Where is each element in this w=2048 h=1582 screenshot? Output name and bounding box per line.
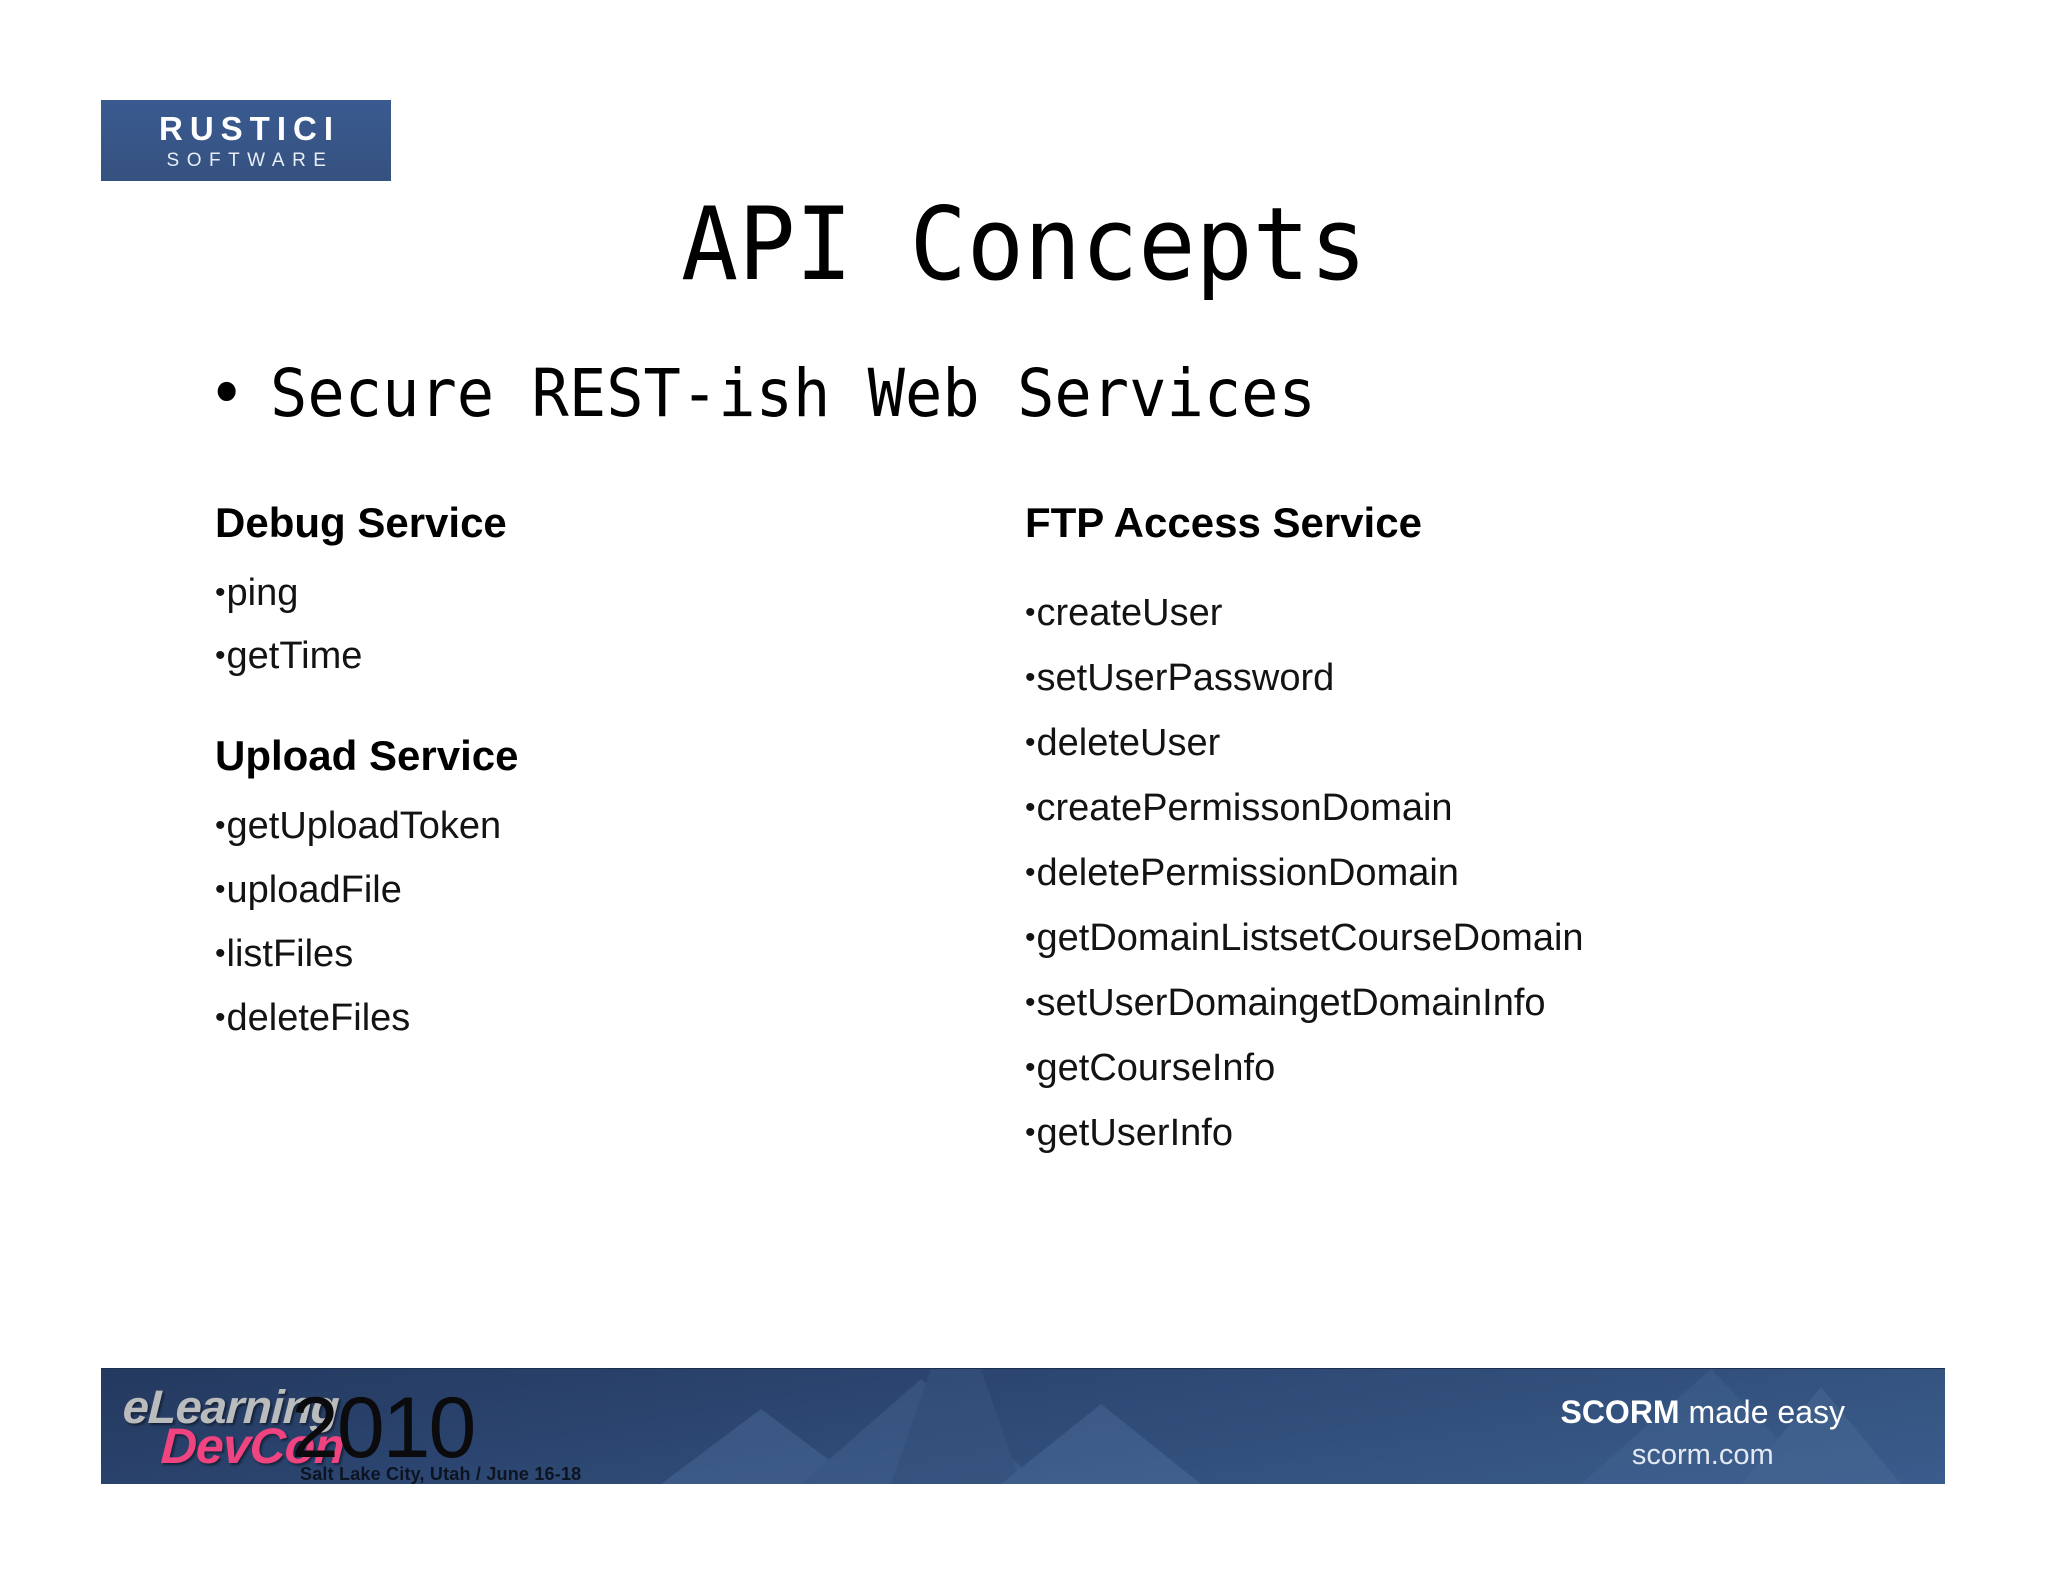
list-item: uploadFile bbox=[215, 871, 835, 909]
service-list-upload: getUploadToken uploadFile listFiles dele… bbox=[215, 807, 835, 1037]
scorm-branding: SCORM made easy scorm.com bbox=[1560, 1394, 1845, 1473]
scorm-tagline-rest: made easy bbox=[1679, 1394, 1845, 1430]
list-item: setUserPassword bbox=[1025, 659, 1785, 697]
list-item: getUploadToken bbox=[215, 807, 835, 845]
list-item: createUser bbox=[1025, 594, 1785, 632]
slide-title: API Concepts bbox=[681, 185, 1367, 303]
bullet-dot-icon: • bbox=[208, 355, 246, 432]
devcon-year-text: 2010 bbox=[291, 1380, 476, 1476]
scorm-url: scorm.com bbox=[1631, 1438, 1774, 1471]
logo-primary-text: RUSTICI bbox=[159, 109, 340, 147]
service-group-debug: Debug Service ping getTime bbox=[215, 499, 835, 675]
mountain-silhouette-icon bbox=[661, 1369, 1901, 1484]
list-item: getDomainListsetCourseDomain bbox=[1025, 919, 1785, 957]
list-item: deleteFiles bbox=[215, 999, 835, 1037]
list-item: getTime bbox=[215, 637, 835, 675]
service-heading-ftp-access: FTP Access Service bbox=[1025, 499, 1422, 546]
main-bullet-line: • Secure REST-ish Web Services bbox=[208, 356, 1316, 432]
service-heading-debug: Debug Service bbox=[215, 499, 507, 546]
list-item: listFiles bbox=[215, 935, 835, 973]
list-item: createPermissonDomain bbox=[1025, 789, 1785, 827]
main-bullet-text: Secure REST-ish Web Services bbox=[270, 355, 1316, 432]
slide-footer-bar: eLearning DevCon 2010 Salt Lake City, Ut… bbox=[101, 1368, 1945, 1484]
list-item: setUserDomaingetDomainInfo bbox=[1025, 984, 1785, 1022]
list-item: ping bbox=[215, 574, 835, 612]
right-column: FTP Access Service createUser setUserPas… bbox=[1025, 499, 1785, 1179]
service-heading-upload: Upload Service bbox=[215, 732, 519, 780]
left-column: Debug Service ping getTime Upload Servic… bbox=[215, 499, 835, 1063]
list-item: getCourseInfo bbox=[1025, 1049, 1785, 1087]
logo-secondary-text: SOFTWARE bbox=[166, 149, 334, 171]
service-list-ftp-access: createUser setUserPassword deleteUser cr… bbox=[1025, 594, 1785, 1152]
scorm-tagline: SCORM made easy bbox=[1560, 1394, 1845, 1431]
list-item: getUserInfo bbox=[1025, 1114, 1785, 1152]
service-group-ftp-access: FTP Access Service createUser setUserPas… bbox=[1025, 499, 1785, 1152]
elearning-devcon-logo: eLearning DevCon 2010 Salt Lake City, Ut… bbox=[122, 1380, 582, 1483]
list-item: deletePermissionDomain bbox=[1025, 854, 1785, 892]
list-item: deleteUser bbox=[1025, 724, 1785, 762]
devcon-location-text: Salt Lake City, Utah / June 16-18 bbox=[300, 1464, 582, 1484]
scorm-tagline-bold: SCORM bbox=[1560, 1394, 1680, 1430]
service-group-upload: Upload Service getUploadToken uploadFile… bbox=[215, 732, 835, 1037]
rustici-software-logo: RUSTICI SOFTWARE bbox=[101, 100, 391, 181]
service-list-debug: ping getTime bbox=[215, 574, 835, 675]
